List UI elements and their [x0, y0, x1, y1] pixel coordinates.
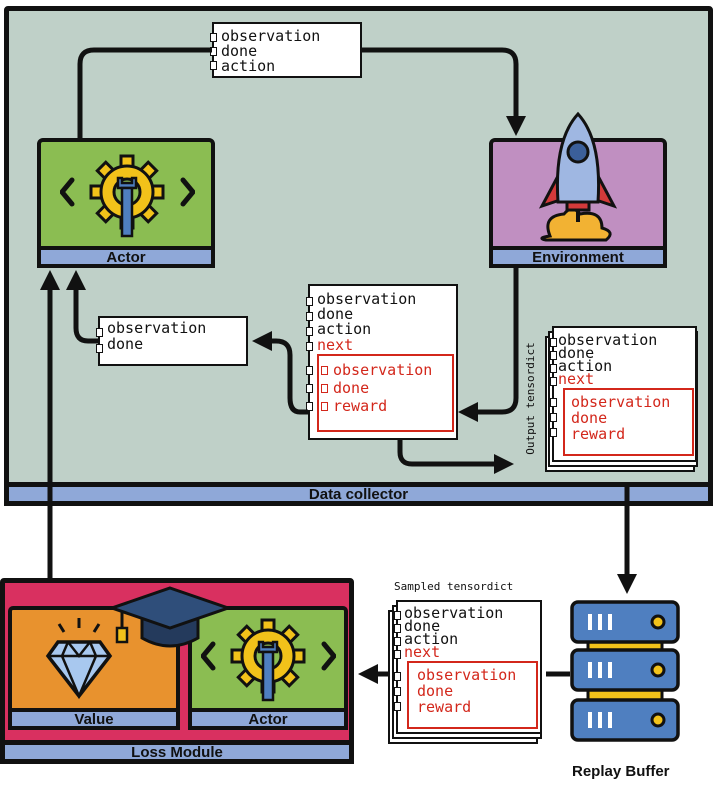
arrow-actor-to-td-top: [77, 47, 212, 138]
td-middle-next-box: observation done reward: [317, 354, 454, 432]
td-sampled-next-line: done: [417, 682, 454, 700]
td-sampled-line: action: [404, 630, 459, 648]
td-output-next-line: observation: [571, 393, 671, 411]
environment-label: Environment: [489, 246, 667, 268]
td-middle-line: done: [317, 305, 354, 323]
actor-label: Actor: [37, 246, 215, 268]
td-output-line: action: [558, 357, 613, 375]
td-middle-next-line: observation: [333, 361, 433, 379]
diamond-icon: [45, 618, 113, 700]
rocket-icon: [538, 111, 618, 242]
replay-buffer-label: Replay Buffer: [572, 763, 670, 780]
td-middle-next-line: reward: [333, 397, 388, 415]
td-sampled: observation done action next observation…: [394, 600, 542, 734]
td-top: observation done action: [210, 22, 362, 78]
td-middle-line: observation: [317, 290, 417, 308]
td-top-line: action: [221, 57, 276, 75]
td-sampled-next-line: reward: [417, 698, 472, 716]
td-output-next-box: observation done reward: [563, 388, 694, 456]
loss-module-label: Loss Module: [0, 740, 354, 764]
td-sampled-next: next: [404, 643, 441, 661]
arrow-td-top-to-env: [362, 47, 526, 136]
arrow-td-middle-to-output: [397, 440, 514, 474]
td-middle-next: next: [317, 336, 354, 354]
data-collector-label: Data collector: [4, 482, 713, 506]
td-sampled-next-line: observation: [417, 666, 517, 684]
td-middle: observation done action next observation…: [306, 284, 458, 440]
td-output: observation done action next observation…: [550, 326, 697, 462]
gear-wrench-icon: [201, 618, 336, 702]
server-icon[interactable]: [568, 600, 682, 742]
td-sampled-line: done: [404, 617, 441, 635]
td-sampled-caption: Sampled tensordict: [394, 580, 514, 593]
td-output-line: observation: [558, 331, 658, 349]
td-output-line: done: [558, 344, 595, 362]
loss-actor-label: Actor: [188, 708, 348, 730]
arrow-td-middle-to-td-left: [252, 331, 308, 415]
value-label: Value: [8, 708, 180, 730]
graduation-cap-icon: [108, 586, 232, 648]
td-left: observation done: [96, 316, 248, 366]
td-output-next: next: [558, 370, 595, 388]
td-top-line: done: [221, 42, 258, 60]
td-output-next-line: reward: [571, 425, 626, 443]
td-middle-line: action: [317, 320, 372, 338]
gear-wrench-icon: [60, 154, 195, 238]
td-left-line: done: [107, 335, 144, 353]
arrow-env-to-td-middle: [458, 268, 519, 422]
td-top-line: observation: [221, 27, 321, 45]
arrow-td-left-to-actor: [66, 270, 98, 344]
td-sampled-next-box: observation done reward: [407, 661, 538, 729]
td-output-next-line: done: [571, 409, 608, 427]
td-middle-next-line: done: [333, 379, 370, 397]
td-left-line: observation: [107, 319, 207, 337]
td-sampled-line: observation: [404, 604, 504, 622]
